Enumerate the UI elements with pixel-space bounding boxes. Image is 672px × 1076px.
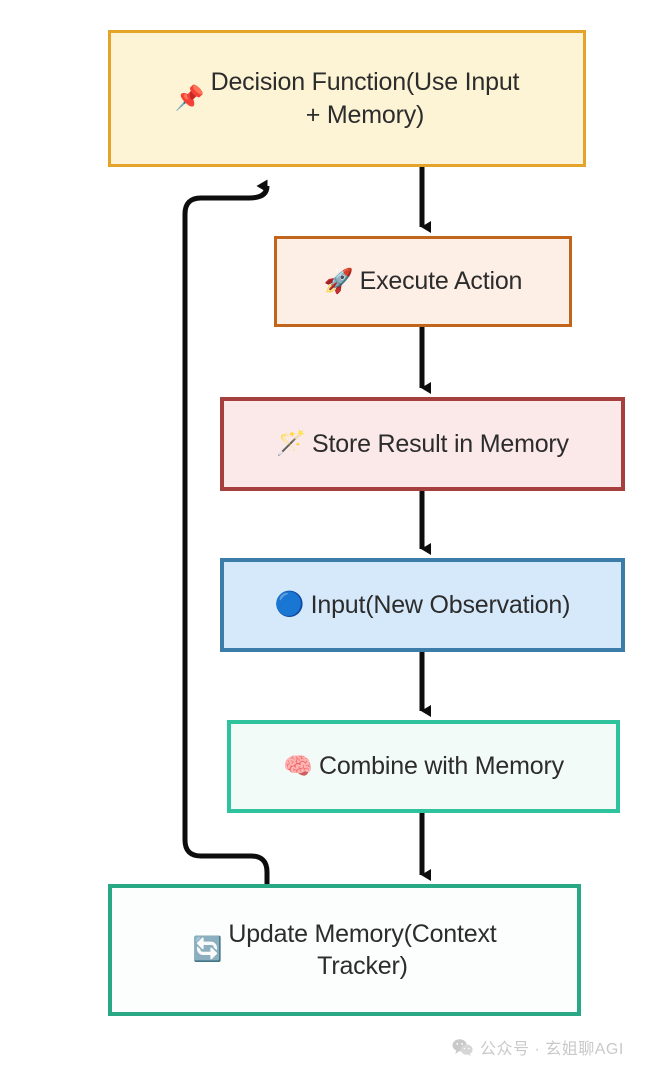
node-update-memory-label: Update Memory(Context Tracker)	[228, 919, 497, 981]
wechat-icon	[452, 1038, 473, 1056]
refresh-icon: 🔄	[192, 936, 223, 963]
node-update-memory[interactable]: 🔄 Update Memory(Context Tracker)	[108, 884, 581, 1016]
watermark-text: 公众号 · 玄姐聊AGI	[480, 1041, 624, 1058]
node-input-observation[interactable]: 🔵 Input(New Observation)	[220, 558, 625, 652]
node-input-observation-label: Input(New Observation)	[310, 590, 571, 619]
magic-wand-icon: 🪄	[276, 430, 307, 457]
node-decision-function-label: Decision Function(Use Input + Memory)	[210, 68, 520, 129]
rocket-icon: 🚀	[323, 267, 354, 295]
node-execute-action-label: Execute Action	[359, 267, 523, 296]
node-store-result-label: Store Result in Memory	[312, 429, 569, 458]
node-combine-with-memory[interactable]: 🧠 Combine with Memory	[227, 720, 620, 813]
node-store-result[interactable]: 🪄 Store Result in Memory	[220, 397, 625, 491]
node-execute-action[interactable]: 🚀 Execute Action	[274, 236, 572, 327]
node-decision-function[interactable]: 📌 Decision Function(Use Input + Memory)	[108, 30, 586, 167]
brain-icon: 🧠	[283, 752, 313, 780]
blue-circle-icon: 🔵	[274, 591, 305, 618]
watermark: 公众号 · 玄姐聊AGI	[452, 1035, 624, 1059]
pushpin-icon: 📌	[174, 84, 205, 112]
node-combine-with-memory-label: Combine with Memory	[319, 752, 564, 781]
